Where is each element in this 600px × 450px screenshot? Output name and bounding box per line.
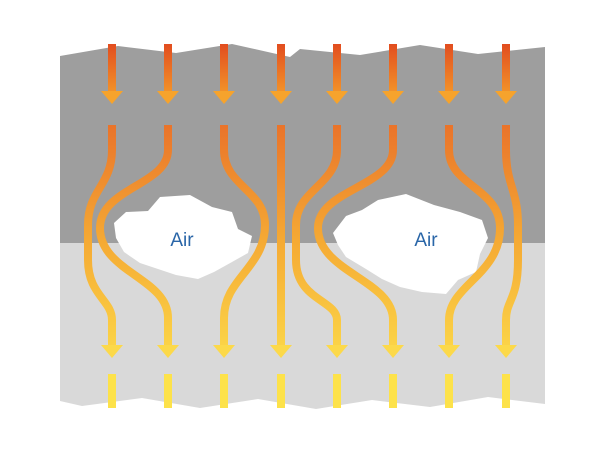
- heat-path-arrow-head: [157, 345, 179, 358]
- heat-path: [292, 125, 341, 345]
- heat-path: [84, 125, 116, 345]
- outgoing-arrow-stub: [164, 374, 172, 408]
- air-pocket-right: Air: [333, 194, 488, 294]
- incoming-arrow-shaft: [445, 44, 453, 91]
- incoming-arrow-head: [382, 91, 404, 104]
- incoming-arrow-head: [326, 91, 348, 104]
- heat-flow-arrows: [84, 44, 522, 408]
- heat-path-arrow-head: [213, 345, 235, 358]
- incoming-arrow-head: [438, 91, 460, 104]
- incoming-arrow-shaft: [164, 44, 172, 91]
- outgoing-arrow-stub: [108, 374, 116, 408]
- outgoing-arrow-stub: [277, 374, 285, 408]
- incoming-arrow-head: [495, 91, 517, 104]
- outgoing-arrow-stub: [220, 374, 228, 408]
- heat-path-arrow-head: [495, 345, 517, 358]
- air-pocket-label: Air: [414, 230, 438, 251]
- heat-path: [445, 125, 505, 345]
- incoming-arrow-head: [270, 91, 292, 104]
- incoming-arrow-shaft: [389, 44, 397, 91]
- outgoing-arrow-stub: [502, 374, 510, 408]
- incoming-arrow-head: [101, 91, 123, 104]
- air-pocket-left: Air: [114, 195, 252, 279]
- outgoing-arrow-stub: [389, 374, 397, 408]
- heat-path-arrow-head: [438, 345, 460, 358]
- heat-path-arrow-head: [382, 345, 404, 358]
- heat-path-arrow-head: [101, 345, 123, 358]
- heat-path: [220, 125, 270, 345]
- incoming-arrow-head: [157, 91, 179, 104]
- incoming-arrow-shaft: [277, 44, 285, 91]
- incoming-arrow-shaft: [108, 44, 116, 91]
- incoming-arrow-shaft: [502, 44, 510, 91]
- heat-path: [313, 125, 397, 345]
- incoming-arrow-shaft: [220, 44, 228, 91]
- outgoing-arrow-stub: [333, 374, 341, 408]
- heat-path: [502, 125, 522, 345]
- incoming-arrow-head: [213, 91, 235, 104]
- heat-path: [95, 125, 172, 345]
- outgoing-arrow-stub: [445, 374, 453, 408]
- heat-path-arrow-head: [270, 345, 292, 358]
- incoming-arrow-shaft: [333, 44, 341, 91]
- air-pocket-label: Air: [170, 230, 194, 251]
- heat-path-arrow-head: [326, 345, 348, 358]
